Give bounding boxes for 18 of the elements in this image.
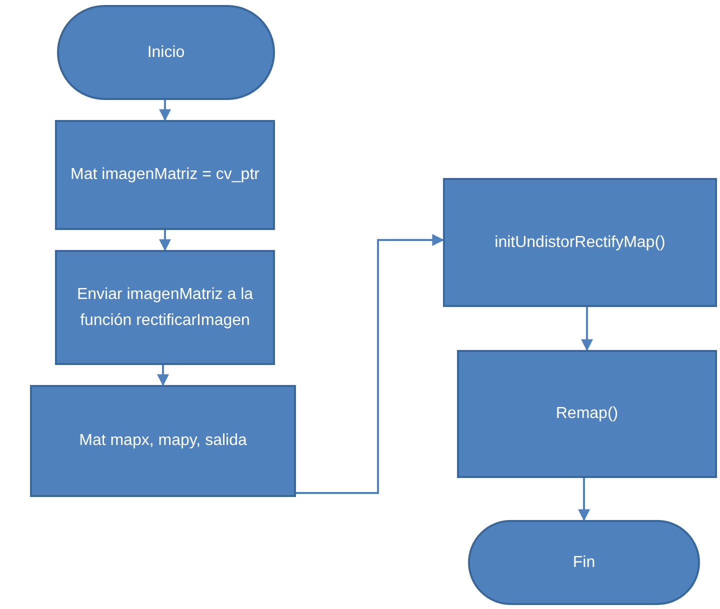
process-box bbox=[457, 350, 717, 478]
node-label: Mat imagenMatriz = cv_ptr bbox=[70, 165, 260, 186]
arrow bbox=[157, 365, 169, 386]
node-label: Enviar imagenMatriz a la función rectificarImagen bbox=[76, 284, 254, 330]
arrow bbox=[159, 230, 171, 252]
node-label: Mat mapx, mapy, salida bbox=[79, 431, 247, 452]
arrow bbox=[578, 478, 590, 522]
arrow bbox=[159, 100, 171, 122]
arrow bbox=[296, 234, 444, 494]
process-box bbox=[30, 385, 296, 497]
arrow bbox=[581, 307, 593, 352]
process-box bbox=[443, 178, 717, 307]
node-label: Fin bbox=[572, 552, 596, 573]
process-box bbox=[55, 250, 275, 365]
node-label: initUndistorRectifyMap() bbox=[494, 232, 666, 253]
process-box bbox=[55, 120, 275, 230]
node-label: Inicio bbox=[147, 42, 185, 63]
node-label: Remap() bbox=[556, 404, 618, 424]
